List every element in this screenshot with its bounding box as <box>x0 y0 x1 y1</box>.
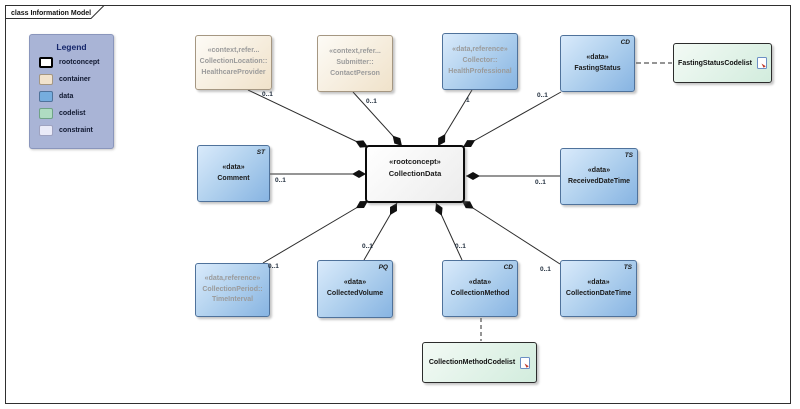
type-tag: PQ <box>378 264 388 271</box>
node-name: CollectionMethod <box>450 289 510 297</box>
multiplicity-collectedvolume: 0..1 <box>362 243 373 250</box>
document-icon <box>520 356 531 369</box>
node-healthprofessional[interactable]: «data,reference» Collector:: HealthProfe… <box>442 33 518 90</box>
node-name: CollectionMethodCodelist <box>428 359 516 366</box>
node-name: HealthProfessional <box>448 67 512 75</box>
node-name: HealthcareProvider <box>201 68 266 76</box>
type-tag: CD <box>503 264 513 271</box>
node-stereotype: «rootconcept» <box>389 157 441 166</box>
node-name: CollectionDateTime <box>565 289 632 297</box>
legend-title: Legend <box>56 42 87 52</box>
node-name: TimeInterval <box>211 296 254 304</box>
connector-timeinterval <box>262 200 369 264</box>
frame-tab <box>5 5 106 19</box>
legend-label: rootconcept <box>59 59 100 66</box>
node-receiveddatetime[interactable]: TS «data» ReceivedDateTime <box>560 148 638 205</box>
multiplicity-healthprofessional: 1 <box>466 97 470 104</box>
connector-fastingstatus <box>462 91 562 148</box>
document-icon <box>756 57 767 69</box>
node-collectionmethodcodelist[interactable]: CollectionMethodCodelist <box>422 342 537 383</box>
node-fastingstatus[interactable]: CD «data» FastingStatus <box>560 35 635 92</box>
node-stereotype: «context,refer... <box>207 47 260 55</box>
legend-label: codelist <box>59 110 86 117</box>
node-stereotype: «data» <box>222 163 245 171</box>
node-stereotype: «data,reference» <box>204 274 261 282</box>
node-collectedvolume[interactable]: PQ «data» CollectedVolume <box>317 260 393 318</box>
diagram-frame-title: class Information Model <box>11 10 91 17</box>
node-namespace: CollectionLocation:: <box>199 58 268 66</box>
legend-item-constraint: constraint <box>39 124 113 137</box>
node-name: Comment <box>217 174 250 182</box>
multiplicity-healthcareprovider: 0..1 <box>262 91 273 98</box>
type-tag: TS <box>624 152 633 159</box>
legend-swatch-constraint <box>39 125 53 136</box>
diagram-frame <box>5 5 791 404</box>
node-stereotype: «data» <box>468 278 492 286</box>
legend-item-data: data <box>39 90 113 103</box>
node-stereotype: «data» <box>343 279 367 287</box>
legend-swatch-container <box>39 74 53 85</box>
node-collectionmethod[interactable]: CD «data» CollectionMethod <box>442 260 518 317</box>
node-namespace: CollectionPeriod:: <box>202 285 263 293</box>
node-stereotype: «context,refer... <box>329 48 381 56</box>
legend-label: data <box>59 93 74 100</box>
multiplicity-comment: 0..1 <box>275 177 286 184</box>
legend[interactable]: Legend rootconcept container data codeli… <box>29 34 114 149</box>
node-name: CollectedVolume <box>326 290 384 297</box>
node-timeinterval[interactable]: «data,reference» CollectionPeriod:: Time… <box>195 263 270 317</box>
type-tag: ST <box>256 149 265 156</box>
node-stereotype: «data» <box>586 53 609 61</box>
node-contactperson[interactable]: «context,refer... Submitter:: ContactPer… <box>317 35 393 92</box>
node-collectiondata[interactable]: «rootconcept» CollectionData <box>365 145 465 203</box>
node-healthcareprovider[interactable]: «context,refer... CollectionLocation:: H… <box>195 35 272 90</box>
multiplicity-fastingstatus: 0..1 <box>537 92 548 99</box>
legend-label: constraint <box>59 127 93 134</box>
connector-collectionmethod <box>435 202 463 261</box>
legend-item-codelist: codelist <box>39 107 113 120</box>
node-collectiondatetime[interactable]: TS «data» CollectionDateTime <box>560 260 637 317</box>
legend-item-rootconcept: rootconcept <box>39 56 113 69</box>
node-name: FastingStatus <box>574 64 621 72</box>
connector-contactperson <box>352 91 403 147</box>
legend-swatch-rootconcept <box>39 57 53 68</box>
node-name: FastingStatusCodelist <box>678 59 752 67</box>
multiplicity-contactperson: 0..1 <box>366 98 377 105</box>
legend-swatch-codelist <box>39 108 53 119</box>
node-stereotype: «data» <box>587 278 610 286</box>
connector-collectiondatetime <box>461 200 561 265</box>
multiplicity-receiveddatetime: 0..1 <box>535 179 546 186</box>
node-name: CollectionData <box>388 168 442 178</box>
legend-item-container: container <box>39 73 113 86</box>
multiplicity-timeinterval: 0..1 <box>268 263 279 270</box>
node-comment[interactable]: ST «data» Comment <box>197 145 270 202</box>
node-name: ReceivedDateTime <box>567 177 631 185</box>
multiplicity-collectiondatetime: 0..1 <box>540 266 551 273</box>
connector-collectedvolume <box>363 202 398 261</box>
node-stereotype: «data,reference» <box>452 46 508 54</box>
node-fastingstatuscodelist[interactable]: FastingStatusCodelist <box>673 43 772 83</box>
multiplicity-collectionmethod: 0..1 <box>455 243 466 250</box>
node-stereotype: «data» <box>587 166 611 174</box>
type-tag: TS <box>623 264 632 271</box>
legend-swatch-data <box>39 91 53 102</box>
legend-label: container <box>59 76 91 83</box>
node-namespace: Submitter:: <box>336 59 374 67</box>
connector-healthprofessional <box>437 89 473 147</box>
connector-healthcareprovider <box>247 89 369 148</box>
node-name: ContactPerson <box>330 69 380 77</box>
node-namespace: Collector:: <box>462 57 498 65</box>
type-tag: CD <box>620 39 630 46</box>
